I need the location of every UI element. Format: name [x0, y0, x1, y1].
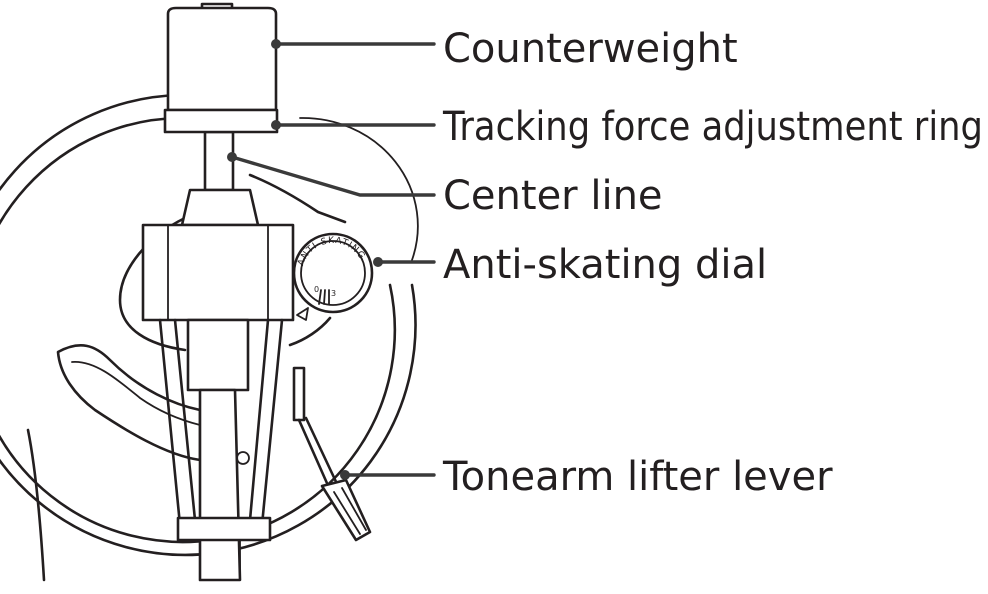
counterweight-body	[163, 2, 279, 134]
lifter-lever	[292, 366, 372, 542]
callout-leaders	[227, 39, 436, 480]
label-tracking-force-ring: Tracking force adjustment ring	[442, 104, 983, 150]
pivot-housing	[141, 188, 295, 322]
tonearm-base	[0, 93, 419, 582]
dial-scale-3: 3	[331, 289, 336, 298]
anti-skating-dial-body: ANTI-SKATING 0 3	[292, 232, 374, 321]
dial-scale-0: 0	[314, 285, 319, 294]
label-anti-skating-dial: Anti-skating dial	[443, 242, 767, 288]
tonearm-tube	[158, 318, 284, 582]
label-counterweight: Counterweight	[443, 26, 738, 72]
callout-labels: Counterweight Tracking force adjustment …	[442, 26, 983, 500]
label-center-line: Center line	[443, 173, 663, 219]
label-tonearm-lifter-lever: Tonearm lifter lever	[442, 454, 833, 500]
rear-shaft	[203, 130, 235, 192]
